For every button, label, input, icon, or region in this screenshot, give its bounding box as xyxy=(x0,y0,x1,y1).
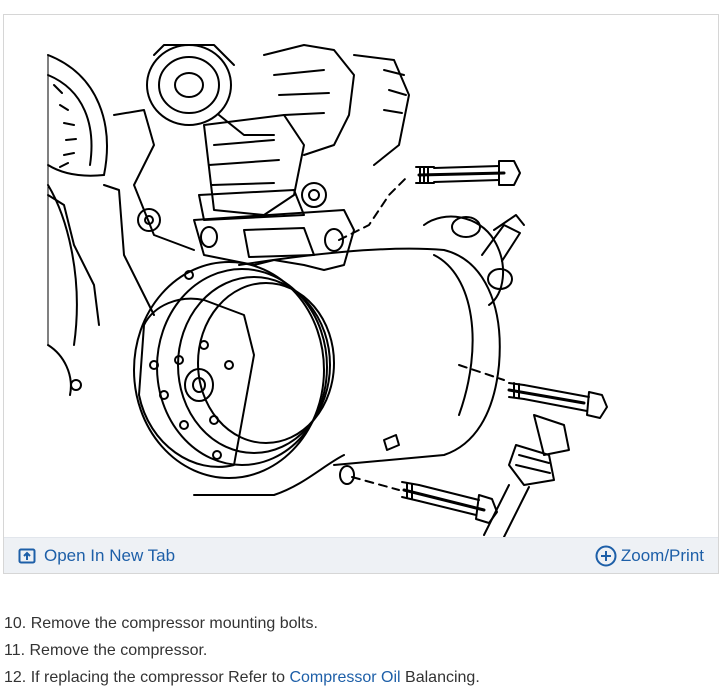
step-12-prefix: 12. If replacing the compressor Refer to xyxy=(4,669,290,686)
compressor-diagram xyxy=(4,15,718,537)
instruction-steps: 10. Remove the compressor mounting bolts… xyxy=(4,610,719,689)
compressor-oil-link[interactable]: Compressor Oil xyxy=(289,669,401,686)
figure-toolbar: Open In New Tab Zoom/Print xyxy=(4,537,718,573)
zoom-print-button[interactable]: Zoom/Print xyxy=(595,545,704,567)
zoom-print-label: Zoom/Print xyxy=(620,545,704,565)
figure-card: Open In New Tab Zoom/Print xyxy=(3,14,719,574)
open-in-new-tab-label: Open In New Tab xyxy=(44,545,176,565)
idler-pulley xyxy=(146,44,275,136)
step-12-suffix: Balancing. xyxy=(400,669,480,686)
connector xyxy=(483,414,570,537)
crank-pulley xyxy=(47,54,108,396)
bolt-top xyxy=(338,160,521,241)
open-in-new-tab-icon xyxy=(18,548,36,564)
step-11: 11. Remove the compressor. xyxy=(4,642,208,659)
bolt-middle xyxy=(458,364,608,419)
step-12: 12. If replacing the compressor Refer to… xyxy=(4,664,719,689)
compressor-body xyxy=(193,214,525,496)
engine-bracket xyxy=(47,44,410,326)
open-in-new-tab-button[interactable]: Open In New Tab xyxy=(18,546,175,566)
clutch-pulley xyxy=(70,261,335,479)
step-10: 10. Remove the compressor mounting bolts… xyxy=(4,615,318,632)
bolt-bottom xyxy=(351,476,498,524)
plus-circle-icon xyxy=(595,545,617,567)
